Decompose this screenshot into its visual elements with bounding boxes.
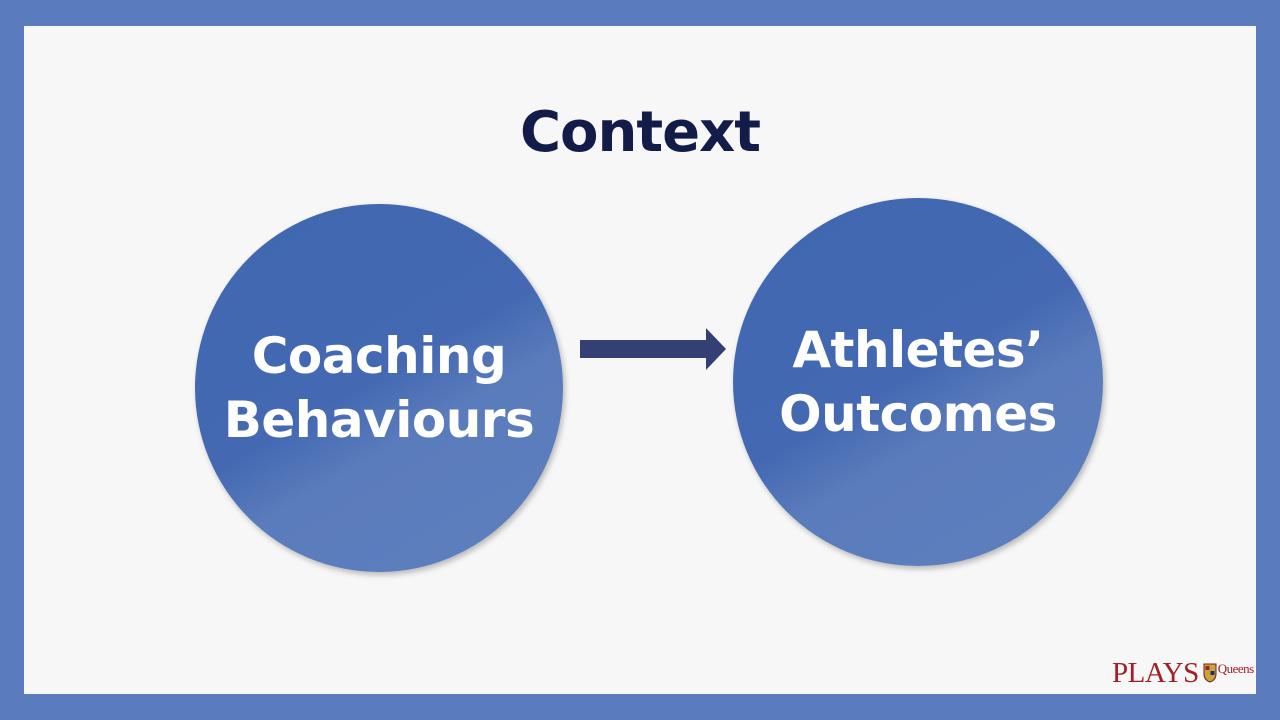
circle-label-line1: Coaching — [251, 327, 507, 385]
brand-logo-text: PLAYS — [1112, 657, 1199, 689]
circle-label-line2: Behaviours — [223, 391, 535, 449]
right-arrow-icon — [580, 328, 726, 370]
shield-crest-icon — [1203, 663, 1217, 683]
slide-title: Context — [519, 100, 761, 165]
university-name: Queens — [1217, 661, 1255, 676]
athletes-outcomes-circle: Athletes’ Outcomes — [733, 198, 1103, 566]
circle-label-line1: Athletes’ — [792, 321, 1044, 379]
coaching-behaviours-circle: Coaching Behaviours — [195, 204, 563, 572]
plays-queens-logo: PLAYS Queens — [1112, 656, 1254, 690]
circle-label-line2: Outcomes — [779, 385, 1057, 443]
